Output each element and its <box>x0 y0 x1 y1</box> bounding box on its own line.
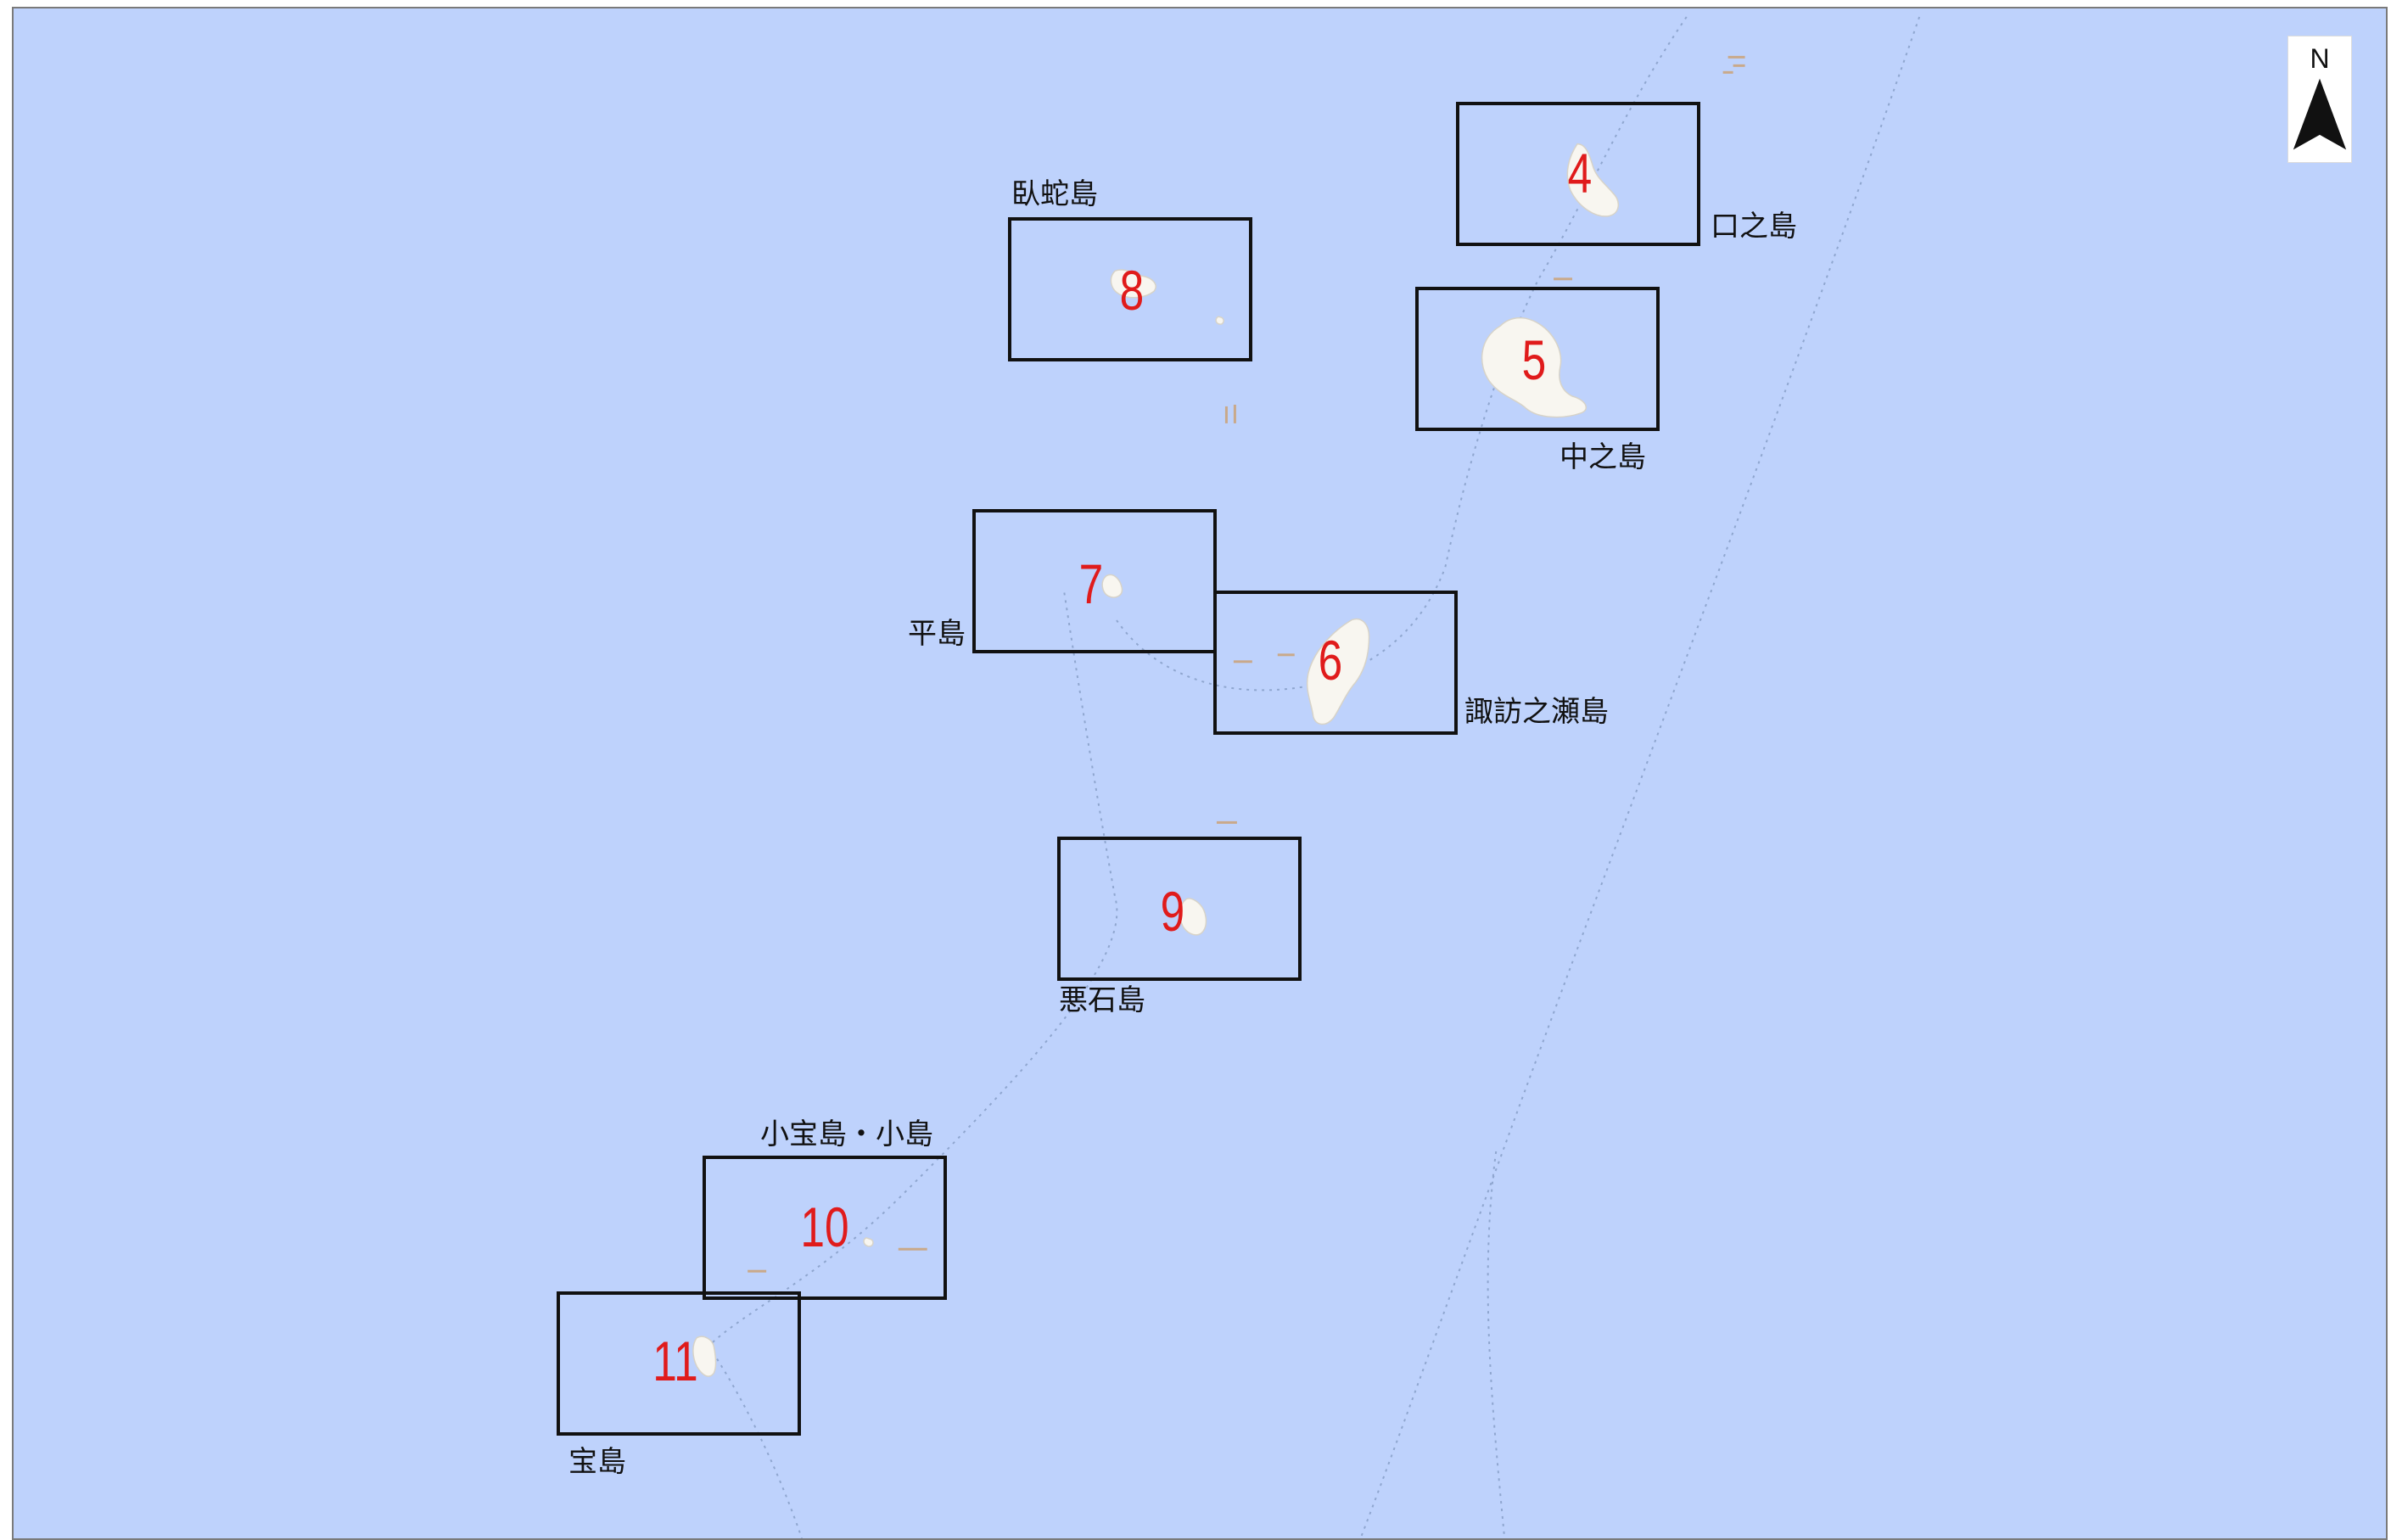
island-label-8: 臥蛇島 <box>1011 177 1098 211</box>
ferry-route-line <box>708 592 1118 1347</box>
island-shape-11 <box>692 1336 717 1377</box>
island-shape-4 <box>1566 143 1619 217</box>
frame-5[interactable] <box>1415 287 1660 431</box>
north-arrow-icon <box>2293 78 2347 150</box>
map-feature-ticks <box>748 55 1745 1273</box>
frame-number-4: 4 <box>1567 142 1593 204</box>
island-shape-6 <box>1306 618 1370 725</box>
islands <box>692 143 1619 1377</box>
island-label-9: 悪石島 <box>1059 983 1145 1017</box>
north-letter: N <box>2310 43 2330 74</box>
frame-number-11: 11 <box>652 1330 698 1392</box>
frame-number-8: 8 <box>1119 259 1145 322</box>
frame-number-9: 9 <box>1160 880 1185 943</box>
island-shape-5 <box>1481 316 1587 418</box>
island-label-7: 平島 <box>908 617 966 651</box>
frame-number-10: 10 <box>800 1196 849 1258</box>
island-label-11: 宝島 <box>568 1445 626 1479</box>
frame-9[interactable] <box>1057 837 1302 981</box>
island-shape-8 <box>1110 269 1156 299</box>
island-label-6: 諏訪之瀬島 <box>1464 695 1609 729</box>
frame-10[interactable] <box>703 1156 947 1300</box>
map-background <box>692 16 1921 1538</box>
frame-7[interactable] <box>972 509 1217 653</box>
frame-number-5: 5 <box>1521 328 1547 391</box>
island-shape-7 <box>1101 574 1123 598</box>
map-canvas[interactable]: 4 口之島 5 中之島 6 諏訪之瀬島 7 平島 8 臥蛇島 9 悪石島 10 … <box>12 7 2388 1540</box>
island-shape-8b <box>1215 316 1224 325</box>
ferry-routes <box>708 16 1921 1538</box>
island-label-5: 中之島 <box>1559 440 1646 474</box>
island-shape-9 <box>1179 898 1207 936</box>
frame-8[interactable] <box>1008 217 1252 361</box>
frame-4[interactable] <box>1456 102 1700 246</box>
island-label-4: 口之島 <box>1711 210 1797 244</box>
frame-number-7: 7 <box>1078 552 1104 615</box>
island-shape-10 <box>863 1236 874 1247</box>
frame-number-6: 6 <box>1318 629 1343 692</box>
island-label-10: 小宝島・小島 <box>760 1117 933 1151</box>
north-arrow: N <box>2287 36 2352 163</box>
frame-11[interactable] <box>557 1291 801 1436</box>
frame-6[interactable] <box>1213 591 1458 735</box>
boundary-line <box>1487 1151 1506 1538</box>
